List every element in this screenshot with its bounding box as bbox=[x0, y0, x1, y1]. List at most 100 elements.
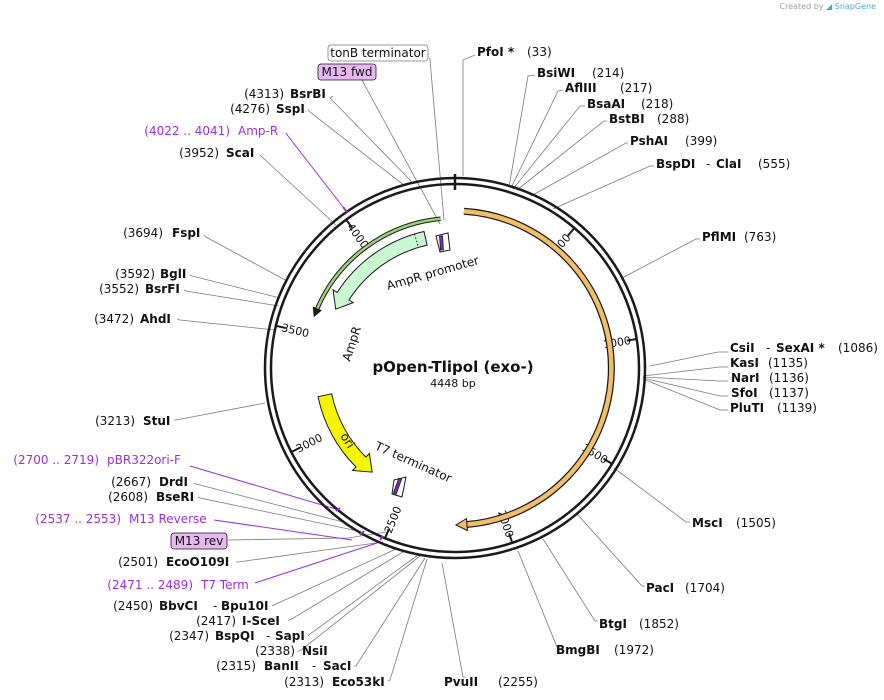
site-name-alt: Bpu10I bbox=[221, 599, 268, 613]
site-stui: (3213) StuI bbox=[95, 414, 170, 428]
primer-marker-m13-reverse bbox=[359, 530, 365, 536]
site-position: (3472) bbox=[94, 312, 134, 326]
ampr-promoter-label: AmpR promoter bbox=[385, 253, 481, 293]
site-name: NsiI bbox=[302, 644, 328, 658]
site-name-alt: ClaI bbox=[716, 157, 741, 171]
tonb-terminator-glyph bbox=[435, 232, 451, 253]
site-position: (555) bbox=[758, 157, 790, 171]
t7-terminator-label: T7 terminator bbox=[372, 439, 454, 486]
site-name: PacI bbox=[646, 581, 674, 595]
primer-label-m13-reverse: (2537 .. 2553) M13 Reverse bbox=[35, 512, 206, 526]
m13-rev-marker-icon bbox=[392, 477, 403, 495]
site-position: (1972) bbox=[614, 643, 654, 657]
primer-range: (2471 .. 2489) bbox=[107, 578, 193, 592]
site-bspqi-sapi: (2347) BspQI - SapI bbox=[169, 629, 305, 643]
site-position: (217) bbox=[620, 81, 652, 95]
tonb-terminator-box: tonB terminator bbox=[327, 44, 429, 62]
site-position: (2315) bbox=[216, 659, 256, 673]
site-name: EcoO109I bbox=[166, 555, 229, 569]
tick-label: 2500 bbox=[382, 504, 405, 535]
credit-prefix: Created by bbox=[779, 2, 824, 11]
site-nsii: (2338) NsiI bbox=[255, 644, 328, 658]
site-name: PfoI * bbox=[477, 45, 515, 59]
site-bbvci-bpu10i: (2450) BbvCI - Bpu10I bbox=[113, 599, 268, 613]
tick-mark bbox=[602, 457, 613, 465]
site-name: I-SceI bbox=[242, 614, 280, 628]
site-ecoo109i: (2501) EcoO109I bbox=[118, 555, 229, 569]
site-bseri: (2608) BseRI bbox=[108, 490, 194, 504]
site-position: (3213) bbox=[95, 414, 135, 428]
site-bstbi: BstBI (288) bbox=[609, 112, 689, 126]
site-pshai: PshAI (399) bbox=[630, 134, 717, 148]
site-afliii: AflIII (217) bbox=[565, 81, 652, 95]
site-position: (3592) bbox=[115, 267, 155, 281]
site-name: AflIII bbox=[565, 81, 597, 95]
site-separator: - bbox=[312, 659, 316, 673]
site-name: BstBI bbox=[609, 112, 645, 126]
snapgene-logo-icon: ◢ bbox=[826, 2, 833, 11]
site-name: KasI bbox=[730, 356, 759, 370]
site-name-alt: SexAI * bbox=[776, 341, 825, 355]
orf-feature bbox=[454, 207, 615, 532]
site-sfoi: SfoI (1137) bbox=[731, 386, 809, 400]
site-bsiwi: BsiWI (214) bbox=[537, 66, 624, 80]
tick-mark bbox=[345, 219, 353, 229]
primer-name: T7 Term bbox=[200, 578, 249, 592]
ampr-promoter-arc-fill bbox=[315, 217, 441, 310]
tick-mark bbox=[384, 528, 390, 539]
site-separator: - bbox=[266, 629, 270, 643]
site-name: MscI bbox=[692, 516, 723, 530]
m13-fwd-box-frame bbox=[317, 63, 377, 81]
site-position: (2501) bbox=[118, 555, 158, 569]
primer-range: (2700 .. 2719) bbox=[13, 453, 99, 467]
m13-fwd-box: M13 fwd bbox=[317, 63, 377, 81]
site-name: DrdI bbox=[159, 475, 188, 489]
tonb-terminator-box-frame bbox=[327, 44, 429, 62]
ampr-arrow-icon bbox=[332, 230, 428, 310]
site-bsrbi: (4313) BsrBI bbox=[244, 87, 326, 101]
plasmid-name: pOpen-Tlipol (exo-) bbox=[372, 358, 533, 376]
site-nari: NarI (1136) bbox=[731, 371, 809, 385]
site-pvuii: PvuII (2255) bbox=[444, 675, 538, 689]
site-name: BspQI bbox=[215, 629, 255, 643]
site-position: (1135) bbox=[768, 356, 808, 370]
m13-rev-box-label: M13 rev bbox=[175, 534, 224, 548]
site-name: PluTI bbox=[730, 401, 764, 415]
site-position: (1704) bbox=[685, 581, 725, 595]
ampr-dashed-divider bbox=[414, 233, 419, 248]
site-banii-saci: (2315) BanII - SacI bbox=[216, 659, 351, 673]
t7-terminator-glyph bbox=[391, 476, 407, 498]
site-name: SspI bbox=[276, 102, 305, 116]
site-name-alt: SapI bbox=[275, 629, 305, 643]
primer-range: (2537 .. 2553) bbox=[35, 512, 121, 526]
primer-marker-pbr322ori-f bbox=[335, 507, 341, 512]
primer-name: M13 Reverse bbox=[129, 512, 207, 526]
site-name: BbvCI bbox=[159, 599, 198, 613]
site-position: (3552) bbox=[99, 282, 139, 296]
site-pluti: PluTI (1139) bbox=[730, 401, 817, 415]
site-name: BanII bbox=[264, 659, 299, 673]
site-name: BsaAI bbox=[587, 97, 625, 111]
primer-name: pBR322ori-F bbox=[107, 453, 181, 467]
primer-name: Amp-R bbox=[238, 124, 278, 138]
site-position: (763) bbox=[744, 230, 776, 244]
site-position: (2313) bbox=[284, 675, 324, 689]
m13-fwd-box-label: M13 fwd bbox=[322, 65, 373, 79]
site-position: (218) bbox=[641, 97, 673, 111]
site-position: (4313) bbox=[244, 87, 284, 101]
site-name: ScaI bbox=[226, 146, 254, 160]
ampr-promoter-feature bbox=[312, 216, 441, 318]
site-position: (1137) bbox=[769, 386, 809, 400]
site-name: BsrFI bbox=[145, 282, 180, 296]
site-position: (2450) bbox=[113, 599, 153, 613]
site-bspdi-clai: BspDI - ClaI (555) bbox=[656, 157, 790, 171]
tick-mark bbox=[567, 227, 576, 237]
site-name: PflMI bbox=[702, 230, 736, 244]
ori-arrow-icon bbox=[317, 393, 373, 473]
site-bmgbi: BmgBI (1972) bbox=[556, 643, 654, 657]
site-name: NarI bbox=[731, 371, 760, 385]
site-name-alt: SacI bbox=[323, 659, 351, 673]
primer-label-amp-r: (4022 .. 4041) Amp-R bbox=[144, 124, 278, 138]
site-position: (399) bbox=[685, 134, 717, 148]
site-pflmi: PflMI (763) bbox=[702, 230, 776, 244]
